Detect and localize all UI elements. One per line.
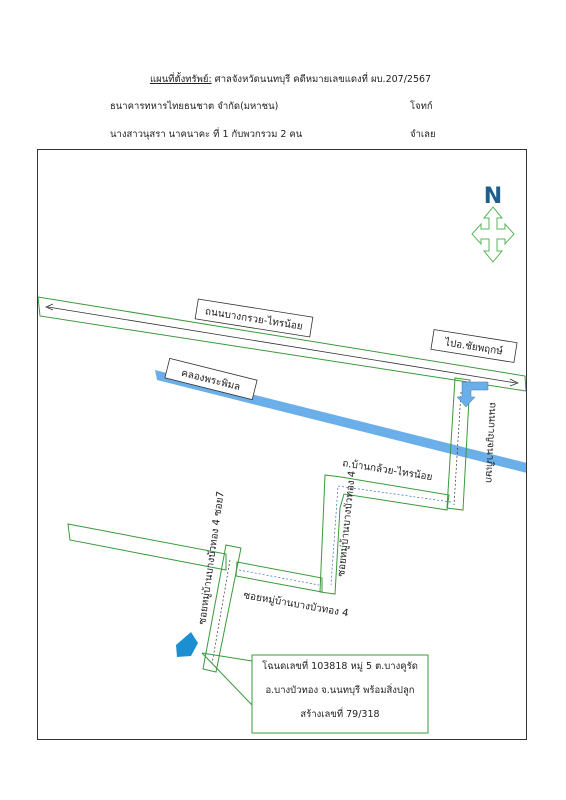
- map-title-rest: ศาลจังหวัดนนทบุรี คดีหมายเลขแดงที่ ผบ.20…: [211, 74, 432, 85]
- down-arrow: [456, 381, 489, 408]
- map-title: แผนที่ตั้งทรัพย์: ศาลจังหวัดนนทบุรี คดีห…: [150, 72, 431, 87]
- vertical-road-label: ถนนกาญจนาภิเษก: [483, 402, 498, 483]
- side-road: [319, 474, 450, 595]
- property-marker: [176, 632, 198, 657]
- soi-left: [67, 523, 227, 571]
- vertical-road: [446, 377, 471, 511]
- north-label: N: [484, 184, 502, 209]
- compass-icon: [471, 206, 515, 263]
- main-road: [38, 296, 526, 392]
- defendant-name: นางสาวนุสรา นาคนาคะ ที่ 1 กับพวกรวม 2 คน: [110, 129, 303, 140]
- property-info-box: [251, 654, 429, 734]
- map-frame: [37, 149, 527, 740]
- map-title-prefix: แผนที่ตั้งทรัพย์:: [150, 74, 212, 85]
- plaintiff-role: โจทก์: [410, 101, 433, 112]
- soi-vertical: [202, 544, 242, 673]
- property-line-1: โฉนดเลขที่ 103818 หมู่ 5 ต.บางคูรัด: [262, 661, 418, 672]
- defendant-role: จำเลย: [410, 129, 436, 140]
- property-line-2: อ.บางบัวทอง จ.นนทบุรี พร้อมสิ่งปลูก: [265, 685, 415, 696]
- property-line-3: สร้างเลขที่ 79/318: [300, 709, 380, 720]
- property-info-text: โฉนดเลขที่ 103818 หมู่ 5 ต.บางคูรัด อ.บา…: [252, 655, 428, 733]
- soi-horizontal: [235, 561, 323, 593]
- plaintiff-name: ธนาคารทหารไทยธนชาต จำกัด(มหาชน): [110, 101, 279, 112]
- main-road-arrow: [47, 306, 517, 384]
